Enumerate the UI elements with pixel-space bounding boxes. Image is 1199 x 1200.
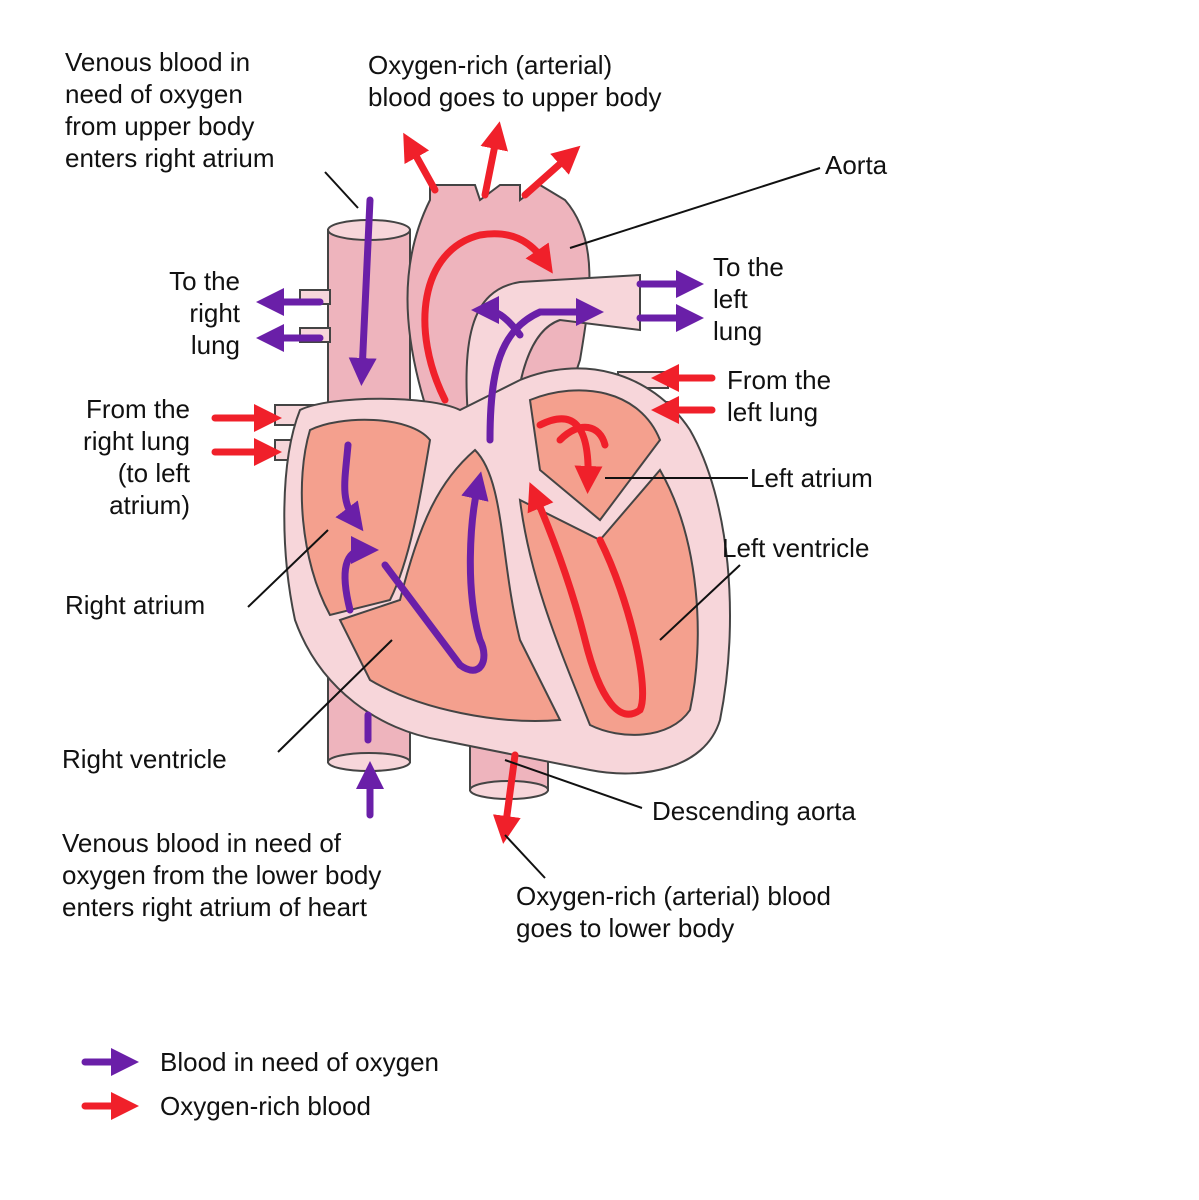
label-left-atrium: Left atrium [750, 463, 873, 493]
leader-lines [247, 167, 821, 879]
legend-oxygenated: Oxygen-rich blood [160, 1091, 371, 1121]
right-ventricle-chamber [338, 448, 562, 722]
label-oxygen-upper: Oxygen-rich (arterial)blood goes to uppe… [368, 50, 662, 112]
left-atrium-chamber [528, 389, 662, 522]
label-right-atrium: Right atrium [65, 590, 206, 620]
label-descending-aorta: Descending aorta [652, 796, 856, 826]
label-aorta: Aorta [825, 150, 888, 180]
left-ventricle-chamber [518, 468, 699, 736]
right-atrium-chamber [300, 418, 432, 617]
label-left-ventricle: Left ventricle [722, 533, 870, 563]
label-right-ventricle: Right ventricle [62, 744, 227, 774]
legend-deoxygenated: Blood in need of oxygen [160, 1047, 439, 1077]
